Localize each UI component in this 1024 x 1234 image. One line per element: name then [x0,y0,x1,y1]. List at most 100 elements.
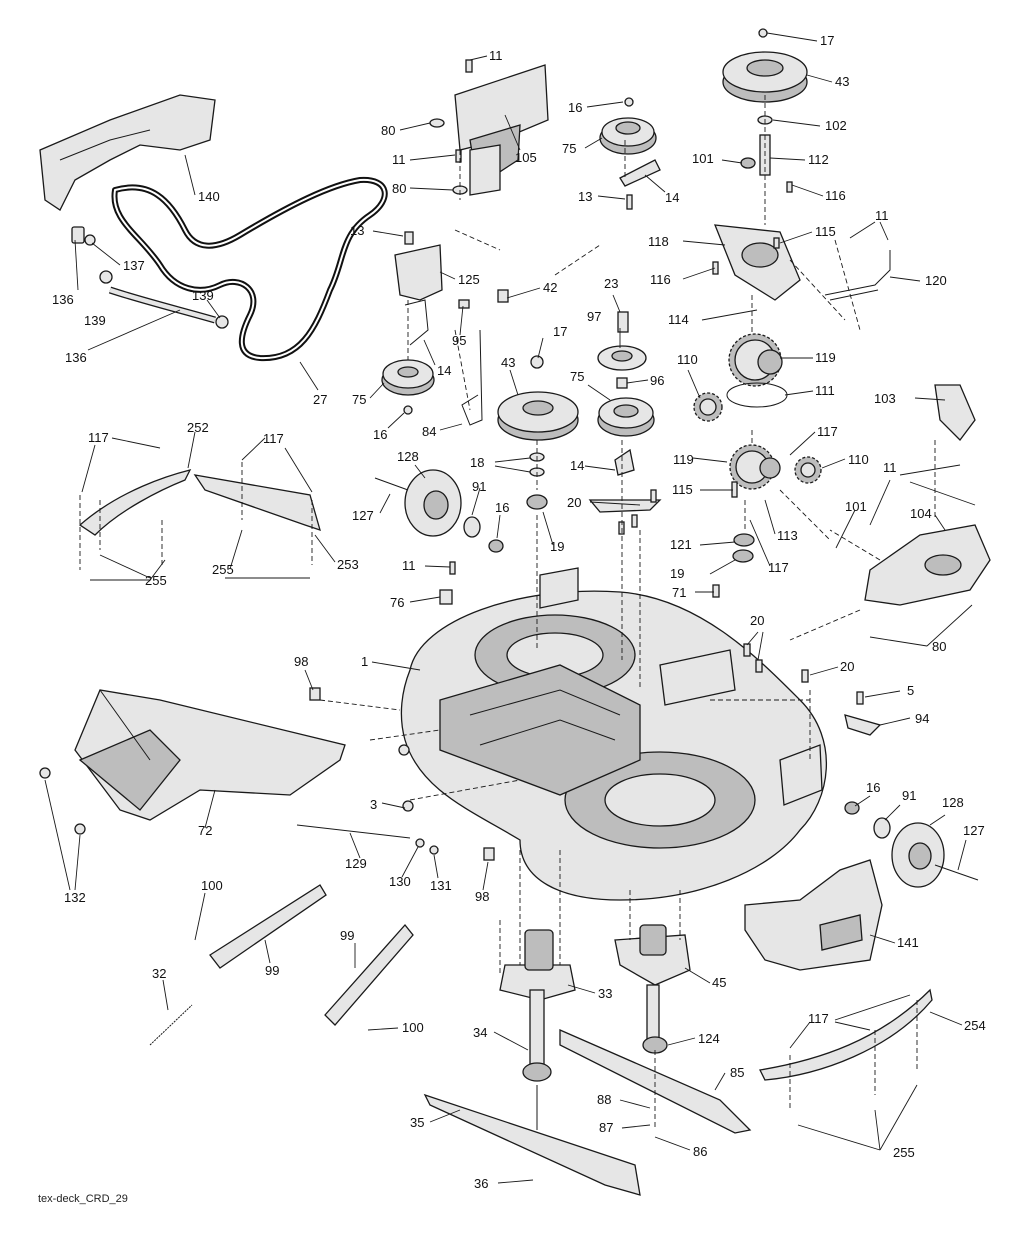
callout-11-c: 11 [875,208,889,223]
callout-84: 84 [422,424,436,439]
callout-114: 114 [668,312,689,327]
callout-11-top: 11 [489,48,503,63]
callout-80-a: 80 [381,123,395,138]
callout-110-a: 110 [677,352,698,367]
callout-98-a: 98 [294,654,308,669]
callout-117-c: 117 [817,424,838,439]
callout-80-b: 80 [392,181,406,196]
callout-118: 118 [648,234,669,249]
callout-115-b: 115 [672,482,693,497]
callout-16-c: 16 [495,500,509,515]
callout-91-b: 91 [902,788,916,803]
callout-129: 129 [345,856,367,871]
callout-116-a: 116 [825,188,846,203]
callout-43-a: 43 [835,74,849,89]
misc-hardware [439,489,882,736]
callout-255-c: 255 [893,1145,915,1160]
callout-255-a: 255 [145,573,167,588]
callout-104: 104 [910,506,932,521]
callout-20-b: 20 [750,613,764,628]
pulley-97-stack [597,311,655,476]
callout-11-d: 11 [883,460,897,475]
callout-91-a: 91 [472,479,486,494]
mulch-cover [744,859,883,971]
callout-254: 254 [964,1018,986,1033]
callout-98-b: 98 [475,889,489,904]
gauge-wheel-left [374,469,504,553]
callout-125: 125 [458,272,480,287]
callout-117-b: 117 [263,431,284,446]
callout-124: 124 [698,1031,720,1046]
callout-131: 131 [430,878,452,893]
callout-32: 32 [152,966,166,981]
callout-140: 140 [198,189,220,204]
callout-117-e: 117 [808,1011,829,1026]
hanger-arm-99-a [209,884,327,969]
center-pulley [497,355,579,510]
callout-75-a: 75 [562,141,576,156]
callout-5: 5 [907,683,914,698]
hanger-spring [149,1004,193,1046]
baffle-252 [78,469,192,536]
spindle-left [499,929,576,1130]
callout-128-a: 128 [397,449,419,464]
hanger-arm-99-b [324,923,414,1026]
lift-link [296,687,495,861]
callout-127-b: 127 [963,823,985,838]
callout-130: 130 [389,874,411,889]
callout-115-a: 115 [815,224,836,239]
callout-121: 121 [670,537,692,552]
callout-110-b: 110 [848,452,869,467]
callout-14-a: 14 [665,190,679,205]
callout-33: 33 [598,986,612,1001]
callout-88: 88 [597,1092,611,1107]
callout-18: 18 [470,455,484,470]
discharge-chute [39,689,346,835]
callout-255-b: 255 [212,562,234,577]
callout-119-a: 119 [815,350,836,365]
callout-87: 87 [599,1120,613,1135]
gauge-wheel-right [844,801,979,888]
callout-139-b: 139 [192,288,214,303]
callout-86: 86 [693,1144,707,1159]
belt-guard [39,94,216,211]
callout-35: 35 [410,1115,424,1130]
gearbox-bracket [712,181,891,301]
assembly-lines [79,95,936,1130]
callout-1: 1 [361,654,368,669]
callout-101-b: 101 [845,499,867,514]
callout-139-a: 139 [84,313,106,328]
callout-34: 34 [473,1025,487,1040]
callout-132: 132 [64,890,86,905]
callout-116-b: 116 [650,272,671,287]
callout-36: 36 [474,1176,488,1191]
callout-136-a: 136 [52,292,74,307]
callout-43-b: 43 [501,355,515,370]
callout-75-b: 75 [570,369,584,384]
callout-117-a: 117 [88,430,109,445]
callout-113: 113 [777,528,798,543]
callout-16-d: 16 [866,780,880,795]
callout-17-a: 17 [820,33,834,48]
mower-deck-shell [400,567,828,901]
idler-arm-assembly [429,59,549,196]
callout-16-a: 16 [568,100,582,115]
callout-80-c: 80 [932,639,946,654]
spindle-right [614,924,691,1054]
callout-112: 112 [808,152,829,167]
callout-137: 137 [123,258,145,273]
callout-97: 97 [587,309,601,324]
callout-19-b: 19 [670,566,684,581]
callout-45: 45 [712,975,726,990]
callout-95: 95 [452,333,466,348]
callout-101-a: 101 [692,151,714,166]
callout-23: 23 [604,276,618,291]
callout-96: 96 [650,373,664,388]
callout-100-a: 100 [201,878,223,893]
callout-119-b: 119 [673,452,694,467]
drive-pulley-top [722,28,808,176]
callout-14-c: 14 [570,458,584,473]
callout-94: 94 [915,711,929,726]
belt-keeper [461,329,483,426]
